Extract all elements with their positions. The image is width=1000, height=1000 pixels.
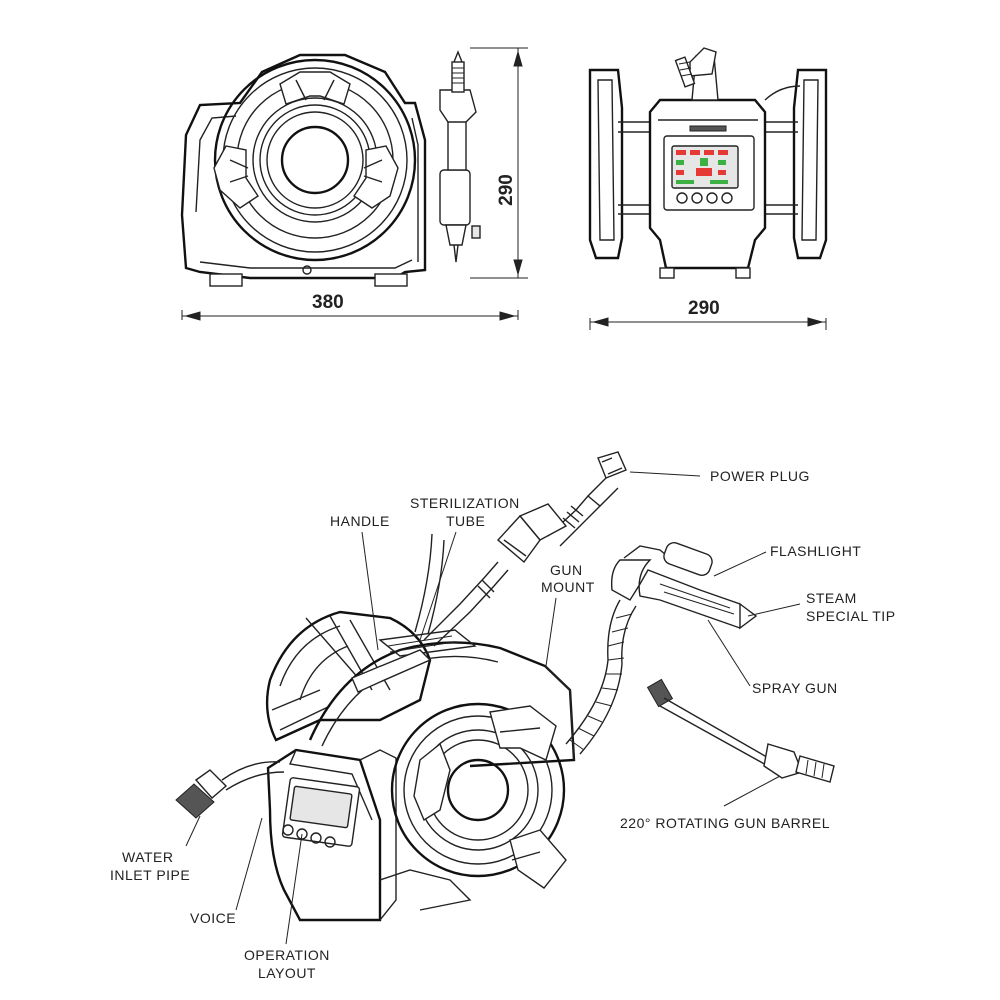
isometric-view: [175, 451, 835, 922]
label-power-plug: POWER PLUG: [710, 468, 810, 484]
label-rotating-barrel: 220° ROTATING GUN BARREL: [620, 815, 830, 831]
label-sterilization-tube-1: STERILIZATION: [410, 495, 520, 511]
label-water-inlet-2: INLET PIPE: [110, 867, 190, 883]
label-spray-gun: SPRAY GUN: [752, 680, 838, 696]
dim-front-width: 290: [688, 298, 720, 319]
dim-side-height: 290: [496, 174, 517, 206]
power-plug-icon: [597, 451, 627, 479]
label-handle: HANDLE: [330, 513, 390, 529]
front-view: [588, 47, 828, 330]
leader-lines: [185, 471, 801, 945]
label-operation-layout-2: LAYOUT: [258, 965, 316, 981]
label-steam-tip-2: SPECIAL TIP: [806, 608, 896, 624]
label-flashlight: FLASHLIGHT: [770, 543, 861, 559]
side-view: [180, 47, 528, 321]
flashlight-icon: [663, 542, 713, 576]
label-voice: VOICE: [190, 910, 236, 926]
label-operation-layout-1: OPERATION: [244, 947, 330, 963]
label-water-inlet-1: WATER: [122, 849, 174, 865]
water-inlet-icon: [175, 783, 215, 819]
label-sterilization-tube-2: TUBE: [446, 513, 485, 529]
screen-icons: [676, 150, 728, 184]
label-gun-mount-2: MOUNT: [541, 579, 595, 595]
dim-side-width: 380: [312, 292, 344, 313]
label-gun-mount-1: GUN: [550, 562, 583, 578]
label-steam-tip-1: STEAM: [806, 590, 857, 606]
